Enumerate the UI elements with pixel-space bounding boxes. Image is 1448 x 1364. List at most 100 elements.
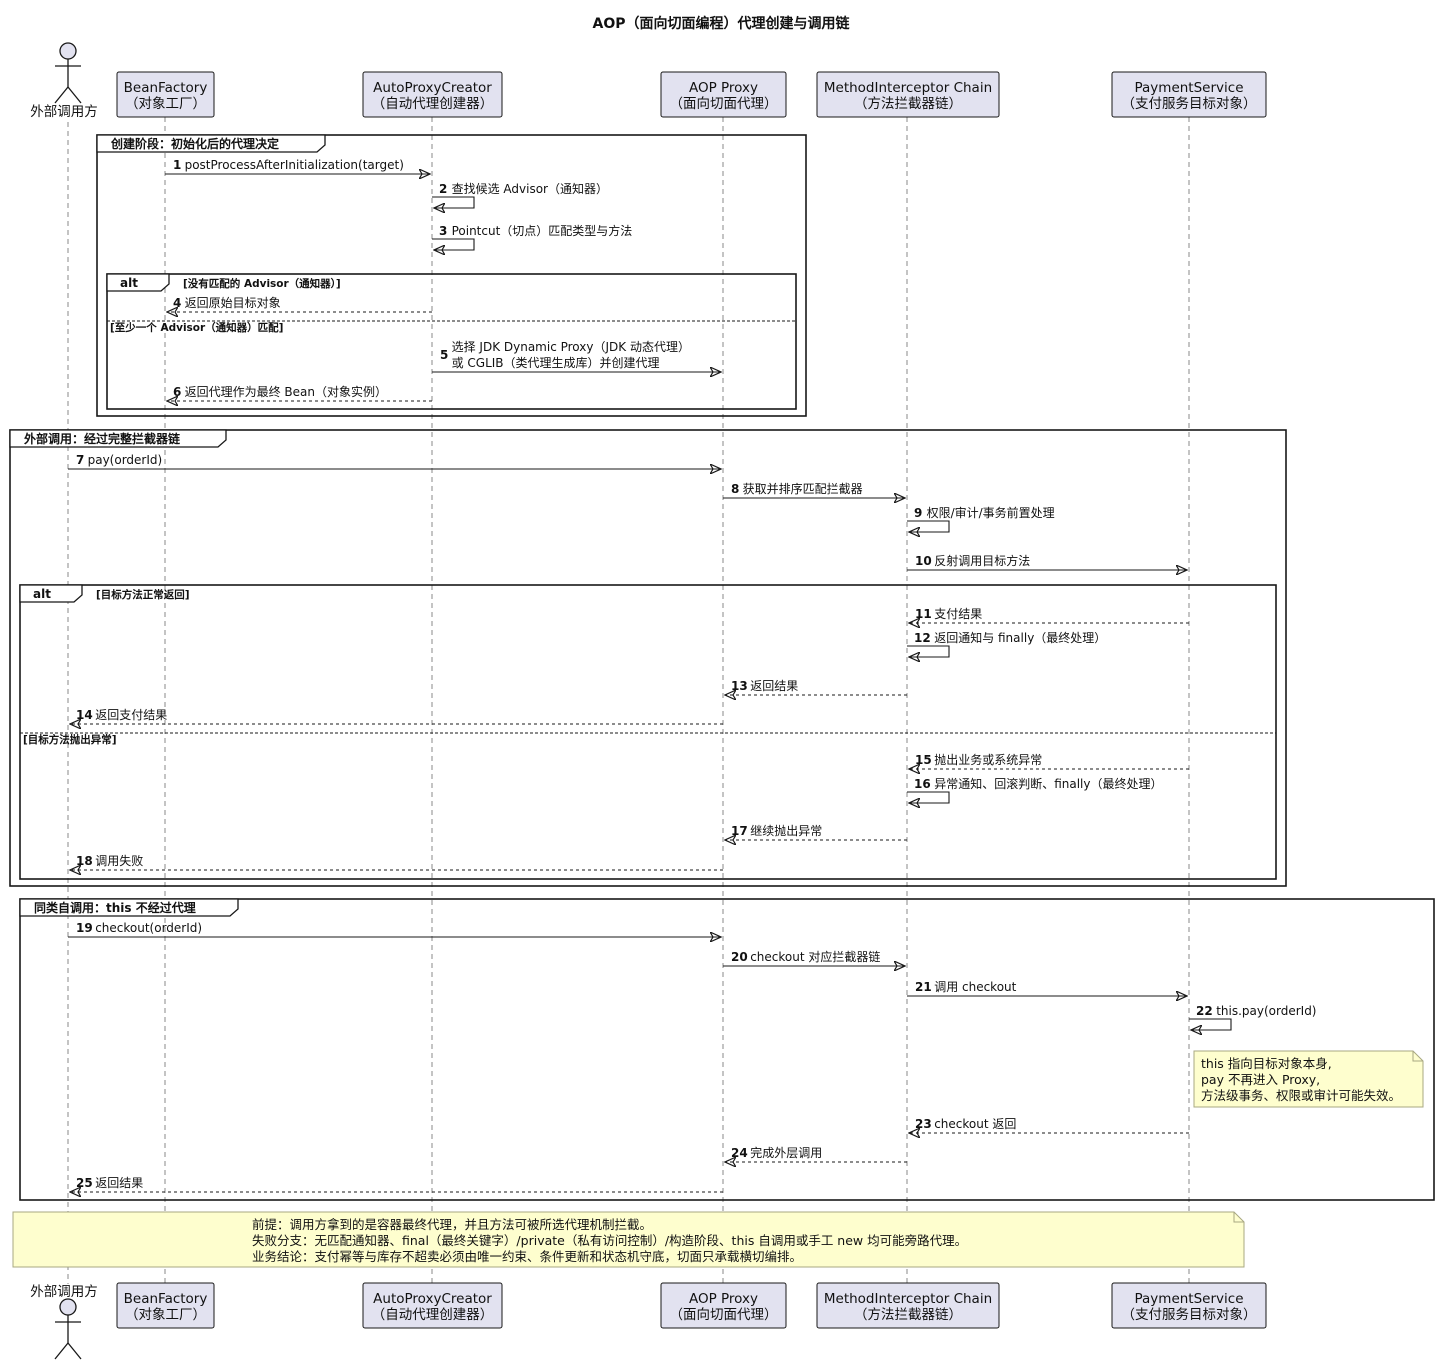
participant-box xyxy=(362,71,503,118)
participant-subtitle: （面向切面代理） xyxy=(670,1307,778,1323)
note-line: 方法级事务、权限或审计可能失效。 xyxy=(1201,1088,1401,1103)
message-label: 支付结果 xyxy=(934,607,982,621)
lifelines xyxy=(67,117,1190,1284)
participant-subtitle: （方法拦截器链） xyxy=(854,1307,962,1323)
participant-subtitle: （方法拦截器链） xyxy=(854,96,962,112)
participant-box xyxy=(1111,71,1267,118)
fragment-label: 同类自调用：this 不经过代理 xyxy=(34,900,196,915)
participant-subtitle: （自动代理创建器） xyxy=(372,96,494,112)
message-label: Pointcut（切点）匹配类型与方法 xyxy=(452,223,633,238)
message-label: checkout(orderId) xyxy=(95,921,202,935)
fragment-g2: 外部调用：经过完整拦截器链 xyxy=(9,429,1287,887)
message-8: 8 获取并排序匹配拦截器 xyxy=(723,481,905,498)
participant-name: MethodInterceptor Chain xyxy=(824,80,992,96)
message-number: 22 xyxy=(1196,1004,1213,1018)
fragment-label: alt xyxy=(120,276,138,290)
message-number: 24 xyxy=(731,1146,748,1160)
participant-box xyxy=(362,1282,503,1329)
fragment-condition: [目标方法抛出异常] xyxy=(23,733,117,746)
fragment-alt1: alt [没有匹配的 Advisor（通知器）] [至少一个 Advisor（通知器… xyxy=(106,273,797,410)
participants-top: 外部调用方BeanFactory（对象工厂）AutoProxyCreator（自… xyxy=(30,42,1267,120)
message-label: 或 CGLIB（类代理生成库）并创建代理 xyxy=(452,355,660,370)
participant-label: 外部调用方 xyxy=(30,1284,98,1300)
message-label: 返回通知与 finally（最终处理） xyxy=(934,630,1106,645)
participant-box xyxy=(660,71,787,118)
fragment-condition: [至少一个 Advisor（通知器）匹配] xyxy=(110,321,283,334)
message-number: 25 xyxy=(76,1176,93,1190)
note-footer: 前提：调用方拿到的是容器最终代理，并且方法可被所选代理机制拦截。失败分支：无匹配… xyxy=(12,1211,1245,1268)
message-number: 2 xyxy=(439,182,447,196)
participant-box xyxy=(816,1282,1000,1329)
participant-bf: BeanFactory（对象工厂） xyxy=(116,71,215,118)
actor-icon xyxy=(54,42,82,104)
message-label: 完成外层调用 xyxy=(750,1145,822,1160)
participant-name: AutoProxyCreator xyxy=(373,1291,492,1307)
participant-name: AOP Proxy xyxy=(689,80,758,96)
message-label: 调用失败 xyxy=(95,853,143,868)
fragment-alt2: alt[目标方法正常返回][目标方法抛出异常] xyxy=(19,584,1277,880)
message-label: 调用 checkout xyxy=(934,980,1016,994)
participant-box xyxy=(816,71,1000,118)
participant-apc: AutoProxyCreator（自动代理创建器） xyxy=(362,1282,503,1329)
message-number: 19 xyxy=(76,921,93,935)
message-number: 5 xyxy=(440,348,448,362)
participant-name: AutoProxyCreator xyxy=(373,80,492,96)
message-number: 23 xyxy=(915,1117,932,1131)
message-label: 返回结果 xyxy=(750,679,798,693)
participant-ps: PaymentService（支付服务目标对象） xyxy=(1111,1282,1267,1329)
participant-name: PaymentService xyxy=(1135,80,1244,96)
note-line: 前提：调用方拿到的是容器最终代理，并且方法可被所选代理机制拦截。 xyxy=(252,1217,652,1232)
note-self-invocation: this 指向目标对象本身,pay 不再进入 Proxy,方法级事务、权限或审计… xyxy=(1193,1050,1424,1108)
message-number: 12 xyxy=(914,631,931,645)
message-label: 返回结果 xyxy=(95,1176,143,1190)
participant-box xyxy=(116,71,215,118)
message-label: 返回支付结果 xyxy=(95,708,167,722)
note-line: this 指向目标对象本身, xyxy=(1201,1056,1332,1071)
actor-icon xyxy=(54,1298,82,1360)
message-number: 10 xyxy=(915,554,932,568)
fragment-label: 外部调用：经过完整拦截器链 xyxy=(24,431,181,446)
message-label: 查找候选 Advisor（通知器） xyxy=(452,182,608,196)
participant-proxy: AOP Proxy（面向切面代理） xyxy=(660,71,787,118)
message-number: 1 xyxy=(173,158,181,172)
note-line: pay 不再进入 Proxy, xyxy=(1201,1072,1320,1087)
message-2: 2 查找候选 Advisor（通知器） xyxy=(432,182,608,208)
participant-subtitle: （对象工厂） xyxy=(125,1307,206,1323)
fragment-label: alt xyxy=(33,587,51,601)
message-number: 9 xyxy=(914,506,922,520)
message-label: this.pay(orderId) xyxy=(1216,1004,1316,1018)
message-label: 异常通知、回滚判断、finally（最终处理） xyxy=(934,776,1162,791)
message-number: 15 xyxy=(915,753,932,767)
message-number: 18 xyxy=(76,854,93,868)
message-4: 4 返回原始目标对象 xyxy=(167,296,432,312)
message-number: 14 xyxy=(76,708,93,722)
message-number: 4 xyxy=(173,296,181,310)
message-number: 8 xyxy=(731,482,739,496)
participant-subtitle: （自动代理创建器） xyxy=(372,1307,494,1323)
participant-box xyxy=(660,1282,787,1329)
participant-box xyxy=(1111,1282,1267,1329)
fragment-condition: [没有匹配的 Advisor（通知器）] xyxy=(183,277,341,290)
message-label: 返回代理作为最终 Bean（对象实例） xyxy=(185,384,387,399)
participant-subtitle: （支付服务目标对象） xyxy=(1122,96,1257,112)
message-label: 获取并排序匹配拦截器 xyxy=(743,481,863,496)
participant-name: AOP Proxy xyxy=(689,1291,758,1307)
message-number: 7 xyxy=(76,453,84,467)
fragment-g3: 同类自调用：this 不经过代理 xyxy=(19,898,1435,1201)
message-label: 返回原始目标对象 xyxy=(185,296,281,310)
message-label: checkout 返回 xyxy=(934,1117,1016,1131)
participant-ps: PaymentService（支付服务目标对象） xyxy=(1111,71,1267,118)
